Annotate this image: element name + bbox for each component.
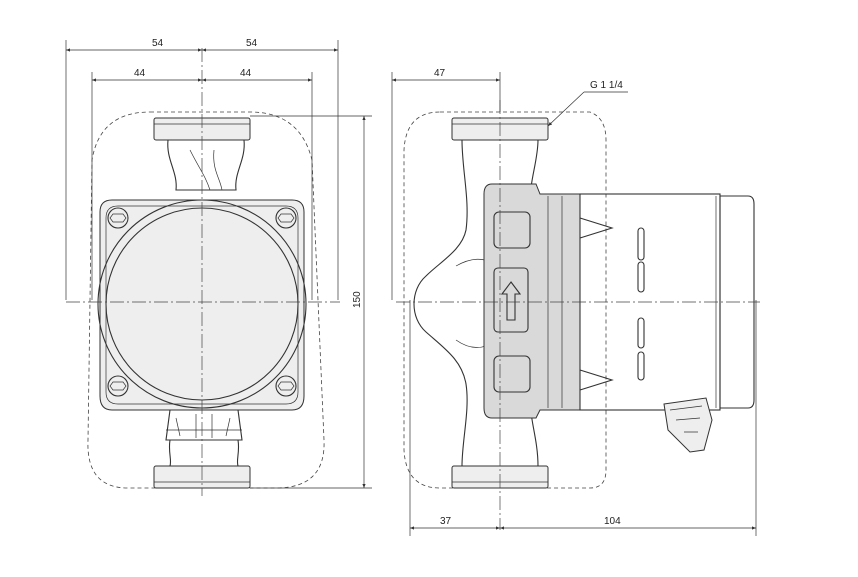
dim-front-height: 150 xyxy=(352,291,363,308)
dim-front-outer-right: 54 xyxy=(246,38,258,49)
dim-front-inner-right: 44 xyxy=(240,68,252,79)
motor-head xyxy=(483,183,581,419)
clamp-bottom xyxy=(579,369,614,391)
cooling-slot-1 xyxy=(637,227,645,261)
stator-end-cap xyxy=(719,195,755,409)
dim-front-inner-left: 44 xyxy=(134,68,146,79)
cooling-slot-3 xyxy=(637,317,645,349)
bolt-top-right xyxy=(275,207,297,229)
bolt-bottom-right xyxy=(275,375,297,397)
pump-housing xyxy=(99,199,305,411)
top-neck xyxy=(167,139,245,191)
dim-side-bottom-right: 104 xyxy=(604,516,621,527)
bottom-neck xyxy=(165,409,243,441)
cooling-slot-2 xyxy=(637,261,645,293)
front-envelope-outline xyxy=(87,111,325,489)
flow-arrow-plate xyxy=(493,267,529,333)
cooling-slot-4 xyxy=(637,351,645,381)
front-dimensions: 54 54 44 44 150 xyxy=(65,38,372,489)
cable-plug xyxy=(663,397,713,453)
bolt-bottom-left xyxy=(107,375,129,397)
side-dimensions: 47 37 104 G 1 1/4 xyxy=(391,68,757,536)
side-view xyxy=(396,100,760,530)
control-box-top xyxy=(493,211,531,249)
dim-side-bottom-left: 37 xyxy=(440,516,452,527)
thread-label: G 1 1/4 xyxy=(590,80,623,91)
flow-direction-arrow-icon xyxy=(500,281,522,321)
control-box-bottom xyxy=(493,355,531,393)
bolt-top-left xyxy=(107,207,129,229)
clamp-top xyxy=(579,217,614,239)
dim-side-top: 47 xyxy=(434,68,446,79)
front-view xyxy=(66,48,340,496)
dim-front-outer-left: 54 xyxy=(152,38,164,49)
